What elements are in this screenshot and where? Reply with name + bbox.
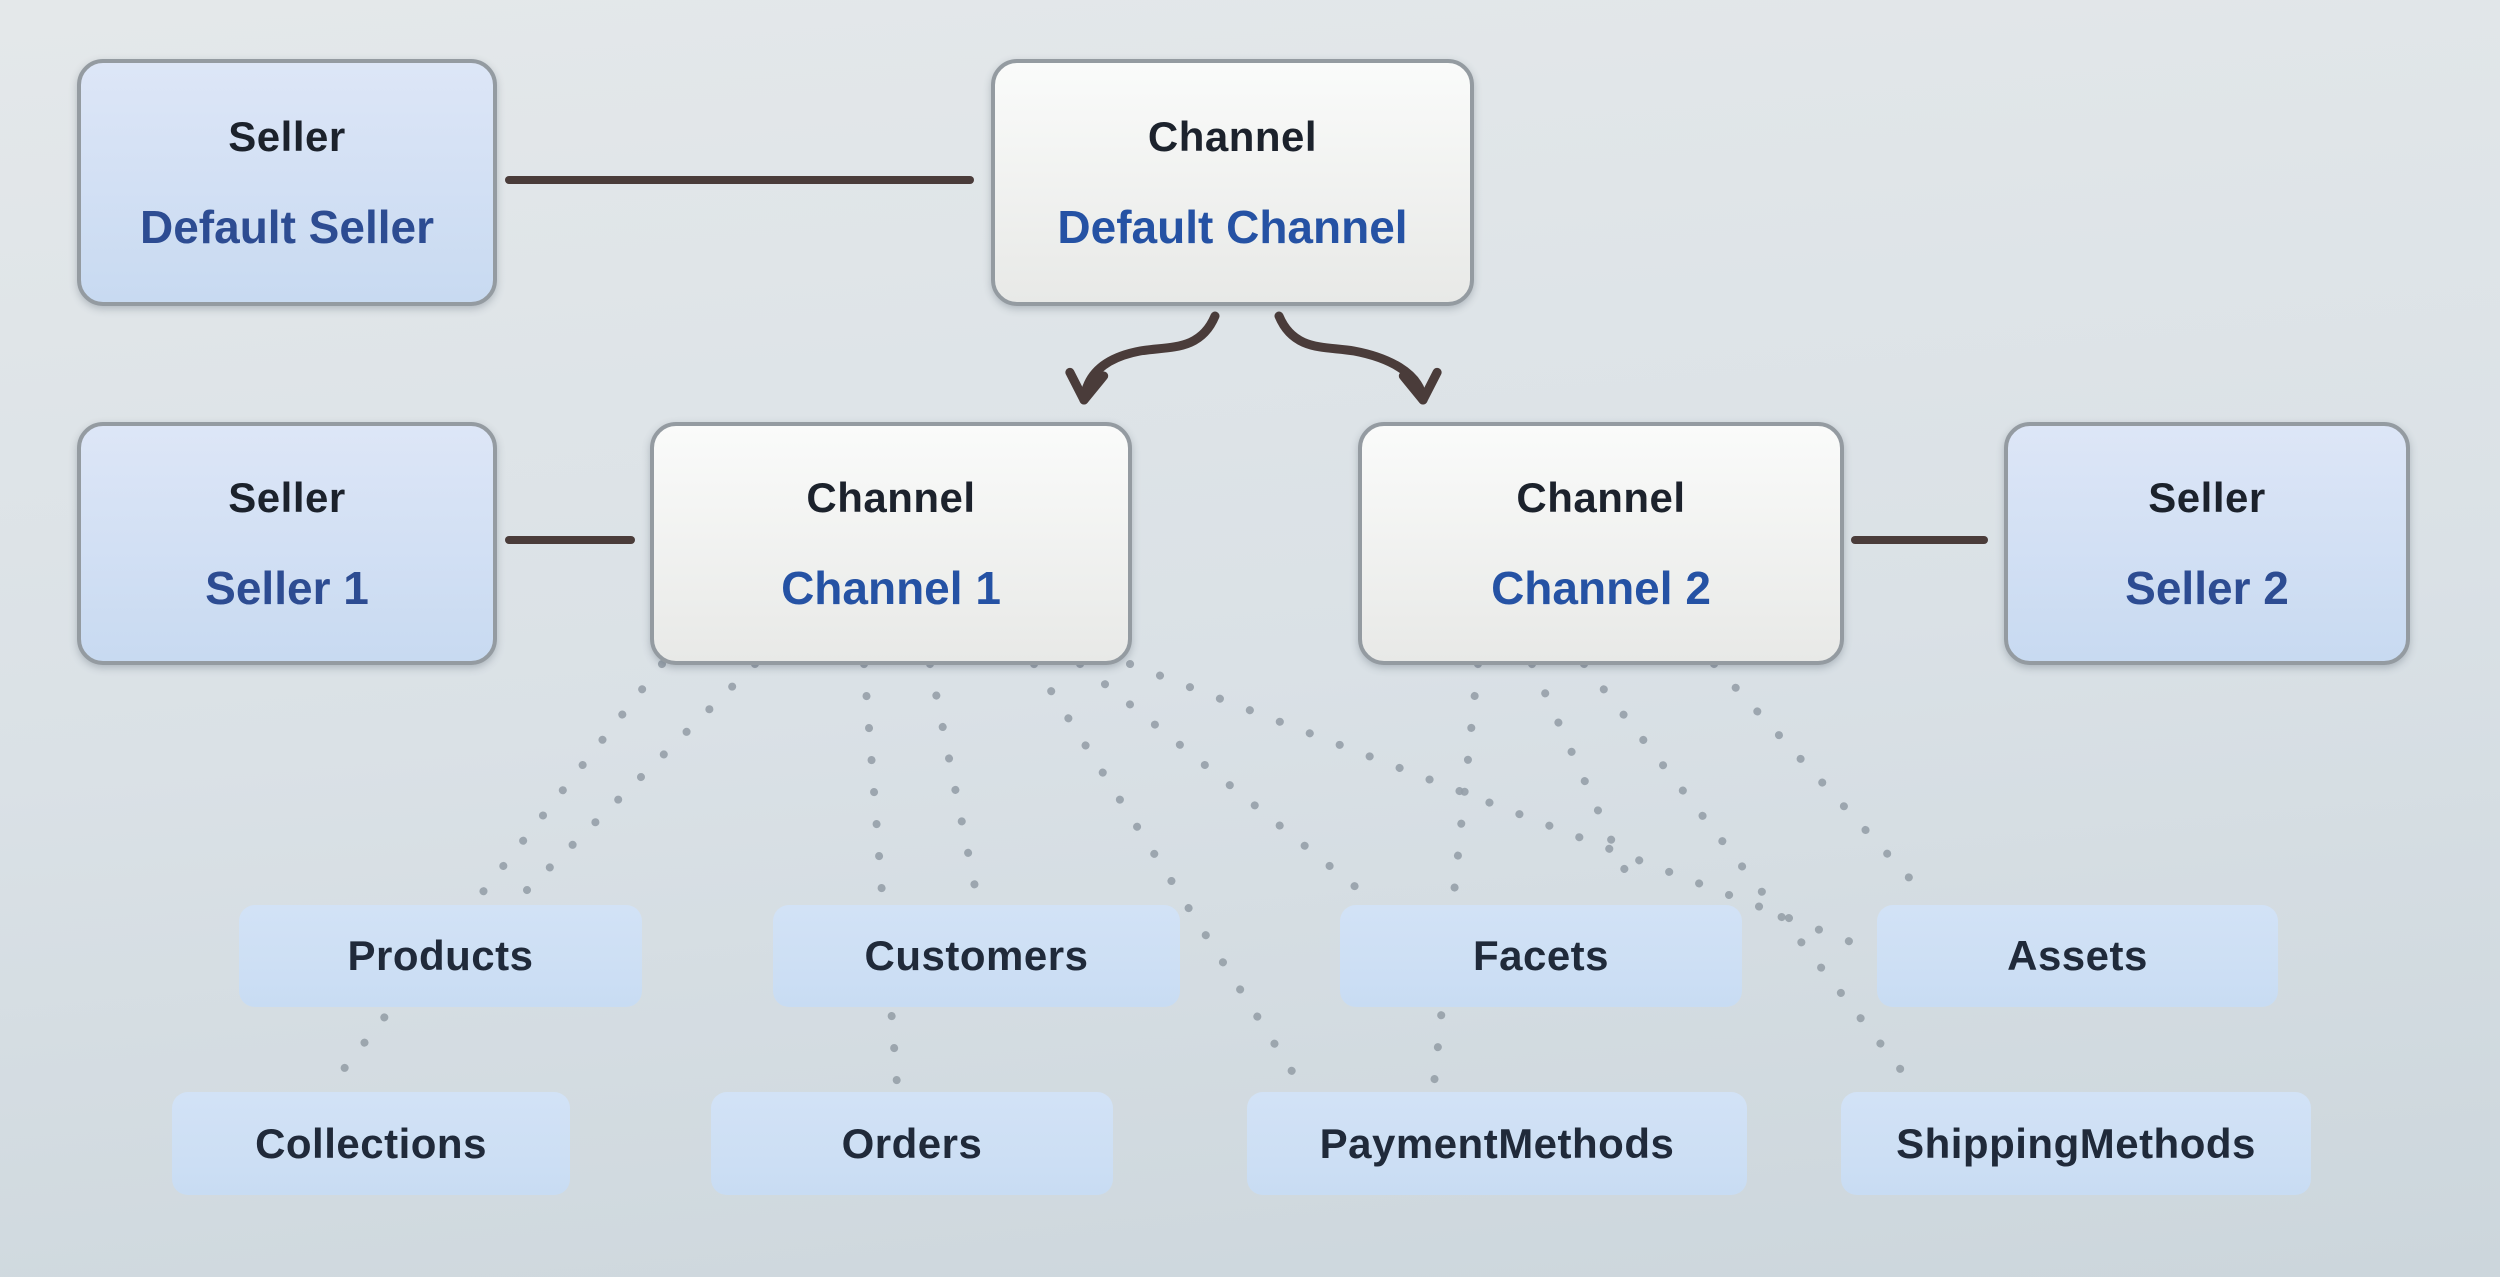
entity-orders: Orders — [711, 1092, 1113, 1195]
edge-channel-2-shippingmethods — [1580, 660, 1916, 1088]
node-type-label: Channel — [1147, 112, 1318, 160]
node-type-label: Seller — [228, 473, 346, 521]
entity-label: Facets — [1472, 932, 1610, 979]
arrow-default-channel-channel-2 — [1274, 311, 1442, 405]
entity-products: Products — [239, 905, 642, 1007]
edge-channel-1-products — [516, 660, 759, 901]
solid-links — [505, 176, 1988, 544]
node-name-label: Seller 1 — [205, 561, 369, 614]
arrow-default-channel-channel-1 — [1065, 311, 1220, 405]
arrow-links — [1065, 311, 1442, 405]
node-name-label: Default Channel — [1057, 200, 1408, 253]
entity-assets: Assets — [1877, 905, 2278, 1007]
edge-channel-1-facets — [1076, 660, 1372, 901]
entity-label: ShippingMethods — [1896, 1119, 2256, 1167]
entity-paymentmethods: PaymentMethods — [1247, 1092, 1747, 1195]
edge-channel-1-assets — [1126, 660, 1868, 951]
edge-channel-1-paymentmethods — [1030, 660, 1304, 1088]
node-type-label: Seller — [2148, 473, 2266, 521]
node-channel-1: Channel Channel 1 — [650, 422, 1132, 665]
entity-collections: Collections — [172, 1092, 570, 1195]
node-type-label: Channel — [1516, 473, 1686, 521]
entity-customers: Customers — [773, 905, 1180, 1007]
node-type-label: Seller — [228, 112, 346, 160]
node-name-label: Seller 2 — [2125, 561, 2289, 614]
entity-facets: Facets — [1340, 905, 1742, 1007]
node-default-channel: Channel Default Channel — [991, 59, 1474, 306]
edge-channel-2-facets — [1528, 660, 1641, 901]
entity-label: PaymentMethods — [1319, 1119, 1675, 1167]
edge-channel-2-paymentmethods — [1430, 660, 1482, 1088]
node-seller-2: Seller Seller 2 — [2004, 422, 2410, 665]
node-type-label: Channel — [806, 473, 976, 521]
node-name-label: Default Seller — [140, 200, 434, 253]
entity-shippingmethods: ShippingMethods — [1841, 1092, 2311, 1195]
node-seller-1: Seller Seller 1 — [77, 422, 497, 665]
edge-channel-2-assets — [1710, 660, 1928, 898]
edge-channel-1-orders — [860, 660, 901, 1088]
node-name-label: Channel 2 — [1491, 561, 1711, 614]
edge-channel-1-collections — [328, 660, 666, 1088]
node-default-seller: Seller Default Seller — [77, 59, 497, 306]
entity-label: Products — [347, 932, 534, 979]
entity-label: Collections — [255, 1119, 487, 1167]
entity-label: Orders — [841, 1119, 983, 1167]
dotted-links — [328, 660, 1928, 1088]
node-name-label: Channel 1 — [781, 561, 1001, 614]
entity-label: Assets — [2007, 932, 2148, 979]
node-channel-2: Channel Channel 2 — [1358, 422, 1844, 665]
entity-label: Customers — [864, 932, 1089, 979]
edge-channel-1-customers — [926, 660, 981, 901]
